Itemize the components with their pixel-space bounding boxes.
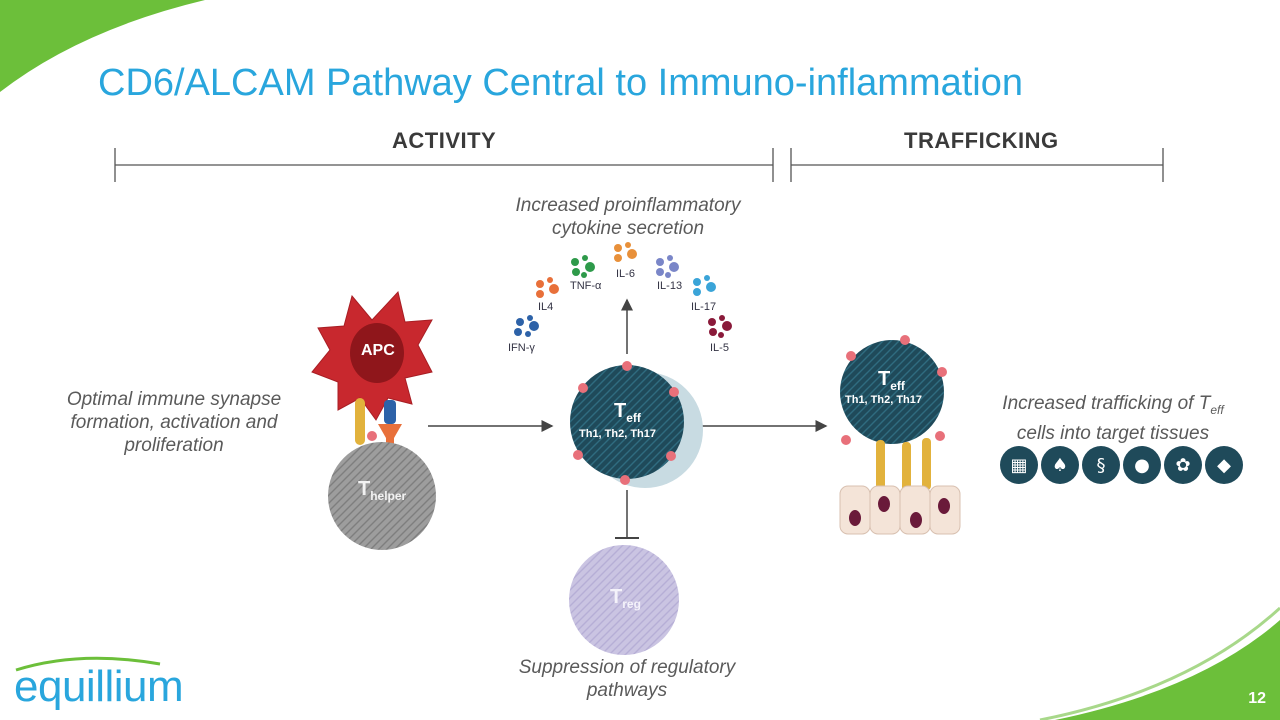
logo-swoosh bbox=[15, 656, 161, 672]
teff-cell-center bbox=[570, 365, 684, 479]
cytokine-il13 bbox=[656, 255, 679, 278]
cytokine-il6 bbox=[614, 242, 637, 262]
cytokine-ifn-gamma bbox=[514, 315, 539, 337]
top-left-green-swoosh bbox=[0, 0, 205, 92]
cytokine-label-tnf-alpha: TNF-α bbox=[570, 280, 602, 292]
cytokine-label-il17: IL-17 bbox=[691, 301, 717, 313]
cytokine-label-il6: IL-6 bbox=[616, 268, 635, 280]
cytokine-label-il13: IL-13 bbox=[657, 280, 683, 292]
caption-suppression: Suppression of regulatory pathways bbox=[518, 657, 736, 701]
cytokine-label-il4: IL4 bbox=[538, 301, 554, 313]
cytokine-il4 bbox=[536, 277, 559, 298]
equillium-logo: equillium bbox=[14, 662, 184, 711]
thelper-cell bbox=[328, 442, 436, 550]
teff-trafficking-receptors bbox=[841, 335, 947, 445]
section-trafficking-label: TRAFFICKING bbox=[904, 128, 1059, 153]
lungs-icon: ♠ bbox=[1041, 446, 1079, 484]
caption-trafficking: Increased trafficking of Teff cells into… bbox=[1002, 393, 1224, 444]
caption-immune-synapse: Optimal immune synapse formation, activa… bbox=[66, 389, 282, 456]
teff-center-receptors bbox=[573, 361, 679, 485]
section-brackets bbox=[114, 148, 1164, 182]
bottom-right-green-swoosh bbox=[1055, 620, 1280, 720]
target-tissue bbox=[839, 485, 961, 535]
adhesion-molecules bbox=[876, 438, 931, 492]
skin-icon: ▦ bbox=[1000, 446, 1038, 484]
teff-center-subsets: Th1, Th2, Th17 bbox=[579, 428, 657, 440]
kidneys-icon: ● bbox=[1123, 446, 1161, 484]
slide-title: CD6/ALCAM Pathway Central to Immuno-infl… bbox=[98, 62, 1024, 104]
cytokine-label-ifn-gamma: IFN-γ bbox=[508, 342, 535, 354]
teff-trafficking-label: Teff bbox=[878, 368, 905, 393]
treg-label: Treg bbox=[610, 586, 641, 611]
organ-icons-row: ▦ ♠ § ● ✿ ◆ bbox=[1000, 446, 1243, 484]
cytokine-il5 bbox=[708, 315, 732, 338]
brain-icon: ✿ bbox=[1164, 446, 1202, 484]
teff-trafficking-subsets: Th1, Th2, Th17 bbox=[845, 394, 923, 406]
section-activity-label: ACTIVITY bbox=[392, 128, 497, 153]
liver-icon: ◆ bbox=[1205, 446, 1243, 484]
cytokine-label-il5: IL-5 bbox=[710, 342, 729, 354]
intestine-icon: § bbox=[1082, 446, 1120, 484]
apc-label: APC bbox=[361, 342, 395, 359]
teff-center-label: Teff bbox=[614, 400, 641, 425]
caption-cytokine-secretion: Increased proinflammatory cytokine secre… bbox=[515, 195, 741, 239]
teff-cell-trafficking bbox=[840, 340, 944, 444]
cytokine-tnf-alpha bbox=[571, 255, 595, 278]
bottom-right-light-swoosh bbox=[1039, 606, 1280, 720]
treg-cell bbox=[569, 545, 679, 655]
page-number: 12 bbox=[1248, 690, 1266, 707]
apc-nucleus bbox=[350, 323, 404, 383]
synapse-receptors bbox=[355, 398, 402, 454]
thelper-label: Thelper bbox=[358, 478, 407, 503]
cytokine-il17 bbox=[693, 275, 716, 296]
